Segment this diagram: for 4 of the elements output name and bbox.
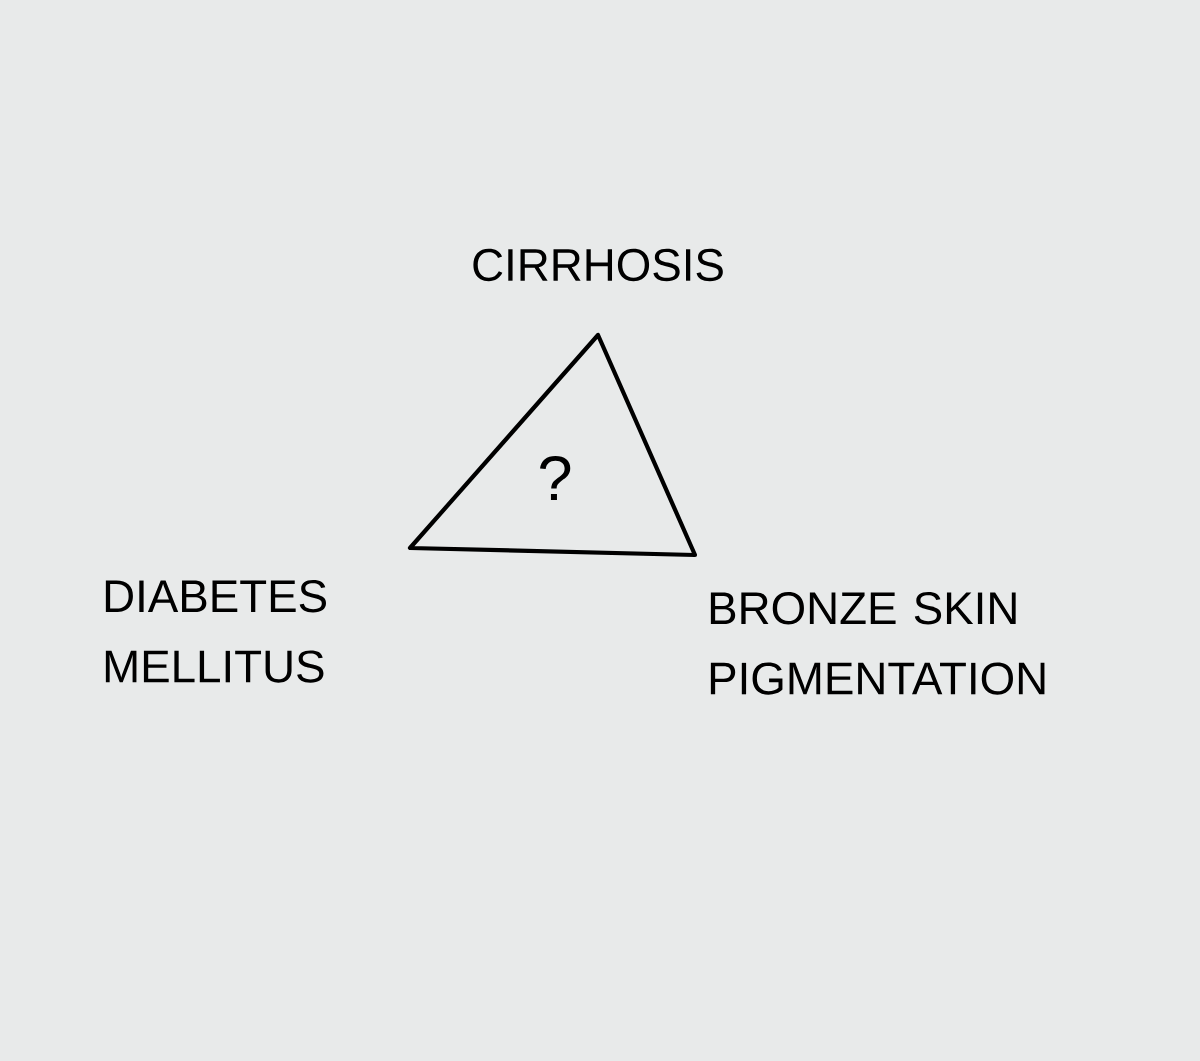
triangle: ? — [407, 332, 698, 558]
vertex-label: CIRRHOSIS — [473, 248, 723, 282]
vertex-label: BRONZE SKIN PIGMENTATION — [710, 592, 1045, 695]
vertex-label: DIABETES MELLITUS — [105, 580, 326, 683]
